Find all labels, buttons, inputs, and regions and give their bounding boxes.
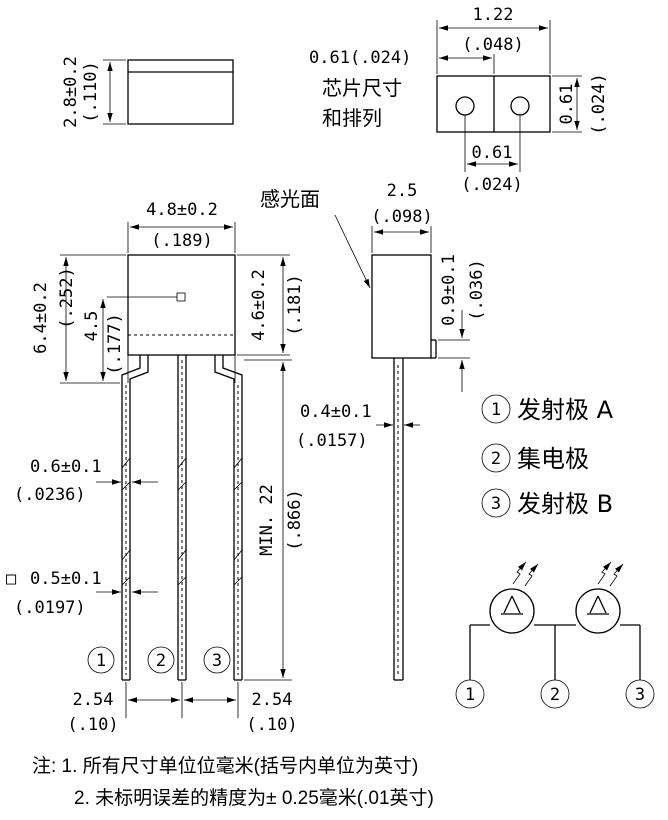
note-line-2: 2. 未标明误差的精度为± 0.25毫米(.01英寸): [74, 787, 434, 809]
note-line-1: 注: 1. 所有尺寸单位位毫米(括号内单位为英寸): [32, 755, 418, 777]
top-left-dim-in: (.110): [81, 61, 101, 122]
top-left-body: [103, 59, 234, 125]
front-lead-mm: 0.6±0.1: [30, 457, 102, 477]
front-height-mm: 6.4±0.2: [31, 282, 51, 354]
side-width-mm: 2.5: [387, 181, 418, 201]
chip-width-in: (.048): [462, 35, 523, 55]
legend-3-text: 发射极 B: [517, 490, 613, 518]
front-width-mm: 4.8±0.2: [146, 200, 218, 220]
front-square-mark: □: [6, 569, 17, 589]
front-sub-in: (.177): [105, 313, 125, 374]
front-pin1-number: 1: [96, 651, 106, 671]
circuit-schematic: [455, 561, 655, 709]
legend-3-number: 3: [491, 494, 501, 514]
front-right-mm: 4.6±0.2: [249, 269, 269, 341]
schematic-pin2-number: 2: [550, 685, 560, 705]
side-lead-mm: 0.4±0.1: [300, 402, 372, 422]
side-view: [334, 214, 470, 681]
legend-2-text: 集电极: [517, 445, 589, 473]
front-right-in: (.181): [285, 274, 305, 335]
front-lead2-in: (.0197): [14, 598, 86, 618]
chip-caption-line1: 芯片尺寸: [322, 76, 402, 100]
legend-1-number: 1: [491, 400, 501, 420]
front-sub-mm: 4.5: [82, 311, 102, 342]
chip-width-mm: 1.22: [473, 5, 514, 25]
front-lead-in: (.0236): [14, 485, 86, 505]
front-pitch-left-mm: 2.54: [73, 690, 114, 710]
front-pitch-right-mm: 2.54: [252, 690, 293, 710]
top-left-dim-mm: 2.8±0.2: [61, 56, 81, 128]
front-length-mm: MIN. 22: [257, 484, 277, 556]
side-lead-in: (.0157): [296, 431, 368, 451]
chip-layout: [436, 20, 582, 172]
chip-height-in: (.024): [589, 73, 609, 134]
side-offset-in: (.036): [467, 259, 487, 320]
legend-2-number: 2: [491, 449, 501, 469]
front-height-in: (.252): [57, 267, 77, 328]
pin-legend: [481, 394, 511, 518]
chip-caption-line2: 和排列: [322, 106, 382, 130]
legend-1-text: 发射极 A: [517, 396, 614, 424]
front-view: [60, 222, 292, 718]
schematic-pin3-number: 3: [635, 685, 645, 705]
front-lead2-mm: 0.5±0.1: [30, 569, 102, 589]
side-width-in: (.098): [371, 207, 432, 227]
side-offset-mm: 0.9±0.1: [439, 254, 459, 326]
front-pin2-number: 2: [156, 651, 166, 671]
chip-height-mm: 0.61: [557, 84, 577, 125]
chip-pitch-in: (.024): [461, 175, 522, 195]
front-length-in: (.866): [285, 489, 305, 550]
schematic-pin1-number: 1: [465, 685, 475, 705]
side-sensor-label: 感光面: [260, 187, 320, 211]
chip-cell-dim: 0.61(.024): [309, 48, 411, 68]
front-pitch-left-in: (.10): [67, 715, 118, 735]
chip-pitch-mm: 0.61: [472, 143, 513, 163]
front-width-in: (.189): [151, 231, 212, 251]
front-pin3-number: 3: [212, 651, 222, 671]
front-pitch-right-in: (.10): [246, 715, 297, 735]
